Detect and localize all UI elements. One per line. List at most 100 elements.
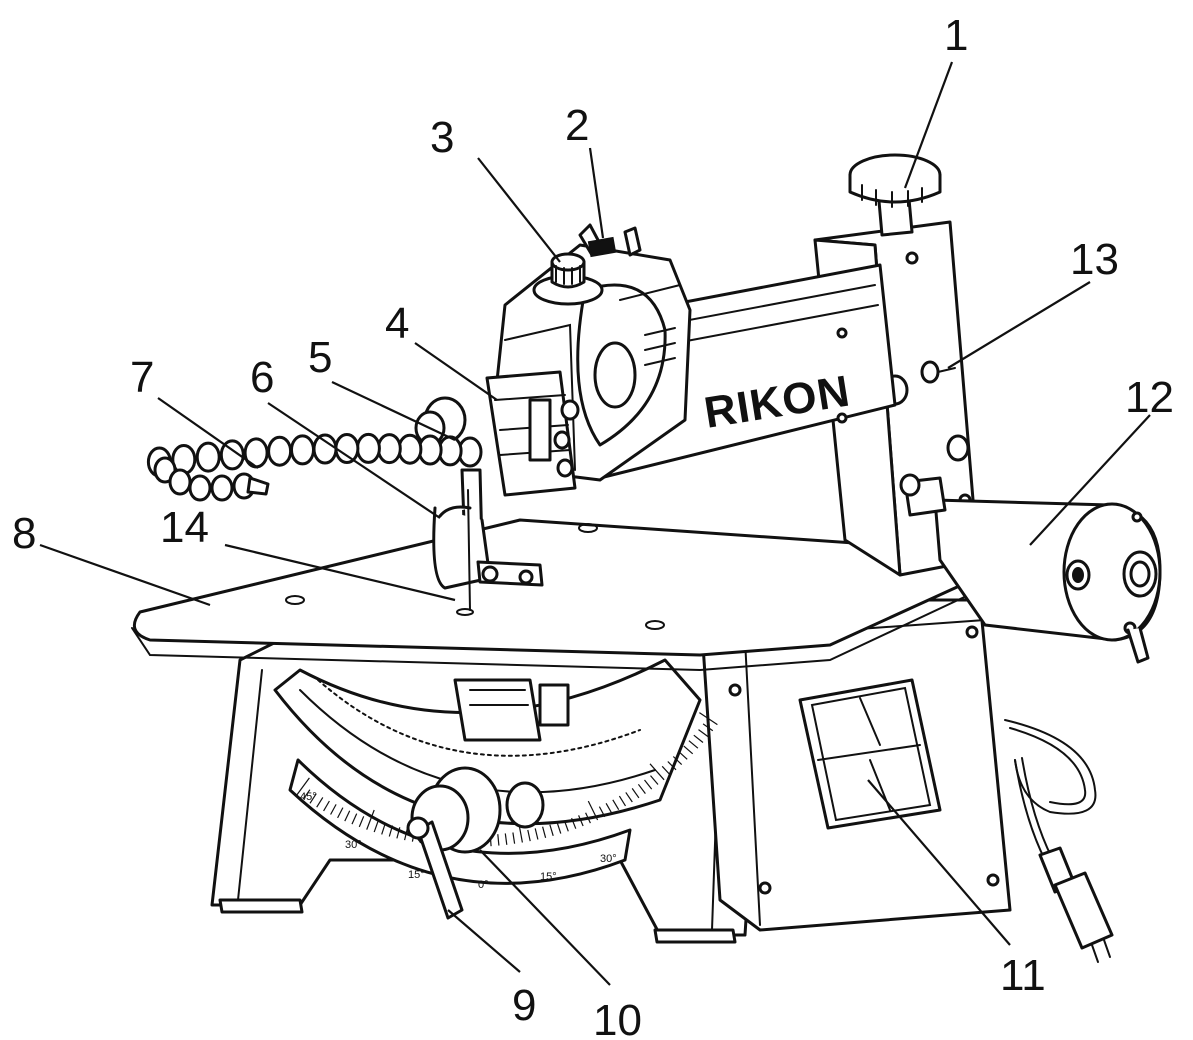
callout-4: 4: [385, 299, 409, 348]
blade-speed-knob: [532, 252, 604, 306]
callout-12: 12: [1125, 373, 1174, 422]
blade-tension-knob: [848, 153, 942, 237]
scale-tick: [309, 793, 317, 804]
leader-10: [479, 849, 611, 986]
scale-tick: [323, 800, 330, 812]
scale-tick: [661, 765, 671, 776]
motor: [899, 473, 1162, 664]
scale-tick: [693, 734, 704, 743]
leader-3: [477, 157, 561, 263]
scale-tick: [598, 806, 606, 818]
nozzle-segment: [376, 433, 402, 465]
scale-tick: [549, 824, 554, 836]
lower-blade-holder: [453, 678, 570, 742]
air-hose-fitting: [920, 360, 956, 384]
scale-tick: [534, 828, 539, 840]
scale-tick: [698, 729, 709, 738]
nozzle-tip: [246, 476, 270, 496]
scale-tick: [587, 800, 599, 821]
scale-tick: [612, 799, 620, 811]
scale-tick: [625, 792, 633, 803]
scale-tick: [366, 809, 375, 830]
callout-11: 11: [1000, 951, 1046, 1000]
callout-8: 8: [12, 509, 36, 558]
scale-tick: [542, 826, 547, 838]
leader-4: [414, 342, 498, 401]
scale-tick: [563, 820, 569, 832]
saw-blade: [467, 489, 471, 611]
scale-tick: [381, 823, 386, 835]
callout-9: 9: [512, 981, 536, 1030]
scale-label-15-left: 15°: [408, 869, 425, 881]
callout-10: 10: [593, 996, 642, 1040]
scale-tick: [351, 813, 358, 825]
callout-labels: 1 2 3 4 5 6 7 8 9 10 11 12 13 14: [12, 11, 1174, 1040]
nozzle-segment: [397, 433, 423, 465]
scale-tick: [396, 827, 401, 839]
scale-tick: [644, 779, 653, 790]
scale-tick: [504, 833, 508, 845]
scale-tick: [667, 761, 677, 771]
nozzle-segment: [195, 441, 221, 473]
leader-8: [39, 543, 211, 607]
leader-7: [157, 397, 259, 469]
scale-label-0: 0°: [478, 879, 489, 891]
callout-6: 6: [250, 353, 274, 402]
nozzle-segment: [290, 434, 315, 466]
leader-5: [331, 381, 456, 441]
scale-tick: [672, 756, 683, 766]
scale-tick: [650, 775, 659, 785]
scale-tick: [578, 815, 584, 827]
scale-tick: [571, 817, 577, 829]
leader-11: [867, 779, 1011, 946]
scale-tick: [337, 807, 344, 819]
scale-tick: [404, 828, 408, 841]
leader-lines: [39, 61, 1151, 986]
scale-tick: [688, 740, 699, 749]
scale-tick: [373, 821, 379, 833]
hold-down-foot: [432, 468, 544, 590]
scale-tick: [344, 810, 351, 822]
callout-1: 1: [944, 11, 968, 60]
bevel-scale: 45° 30° 15° 0° 15° 30°: [273, 658, 718, 891]
nozzle-segment: [355, 432, 381, 464]
leader-9: [447, 909, 521, 973]
scale-tick: [316, 797, 324, 808]
scale-tick: [637, 783, 646, 794]
scale-tick: [585, 812, 591, 824]
scale-tick: [527, 829, 531, 842]
callout-5: 5: [308, 333, 332, 382]
scale-tick: [683, 745, 694, 755]
nozzle-segment: [168, 468, 192, 496]
scale-label-45-left: 45°: [300, 791, 317, 803]
callout-13: 13: [1070, 235, 1119, 284]
callout-14: 14: [160, 503, 209, 552]
nozzle-segment: [188, 474, 212, 502]
scale-label-30-left: 30°: [345, 839, 362, 851]
nozzle-segment: [312, 433, 338, 465]
scale-tick: [358, 816, 365, 828]
scale-label-30-right: 30°: [600, 853, 617, 865]
scale-tick: [302, 789, 311, 800]
tilt-lock-lever: [406, 816, 464, 920]
scale-tick: [497, 834, 500, 846]
nozzle-segment: [210, 474, 234, 502]
nozzle-segment: [243, 437, 269, 469]
callout-3: 3: [430, 113, 454, 162]
scale-tick: [649, 763, 665, 781]
leader-12: [1029, 414, 1151, 546]
leader-13: [947, 281, 1091, 369]
storage-drawer: [798, 678, 942, 830]
scale-tick: [605, 803, 613, 814]
scale-tick: [618, 795, 627, 807]
leader-6: [267, 402, 441, 519]
upper-blade-holder: [414, 370, 580, 497]
nozzle-segment: [267, 435, 293, 467]
leader-14: [224, 543, 456, 602]
scale-tick: [699, 712, 718, 726]
leader-2: [588, 147, 605, 239]
scale-tick: [296, 777, 310, 796]
scale-tick: [330, 804, 337, 815]
callout-2: 2: [565, 101, 589, 150]
